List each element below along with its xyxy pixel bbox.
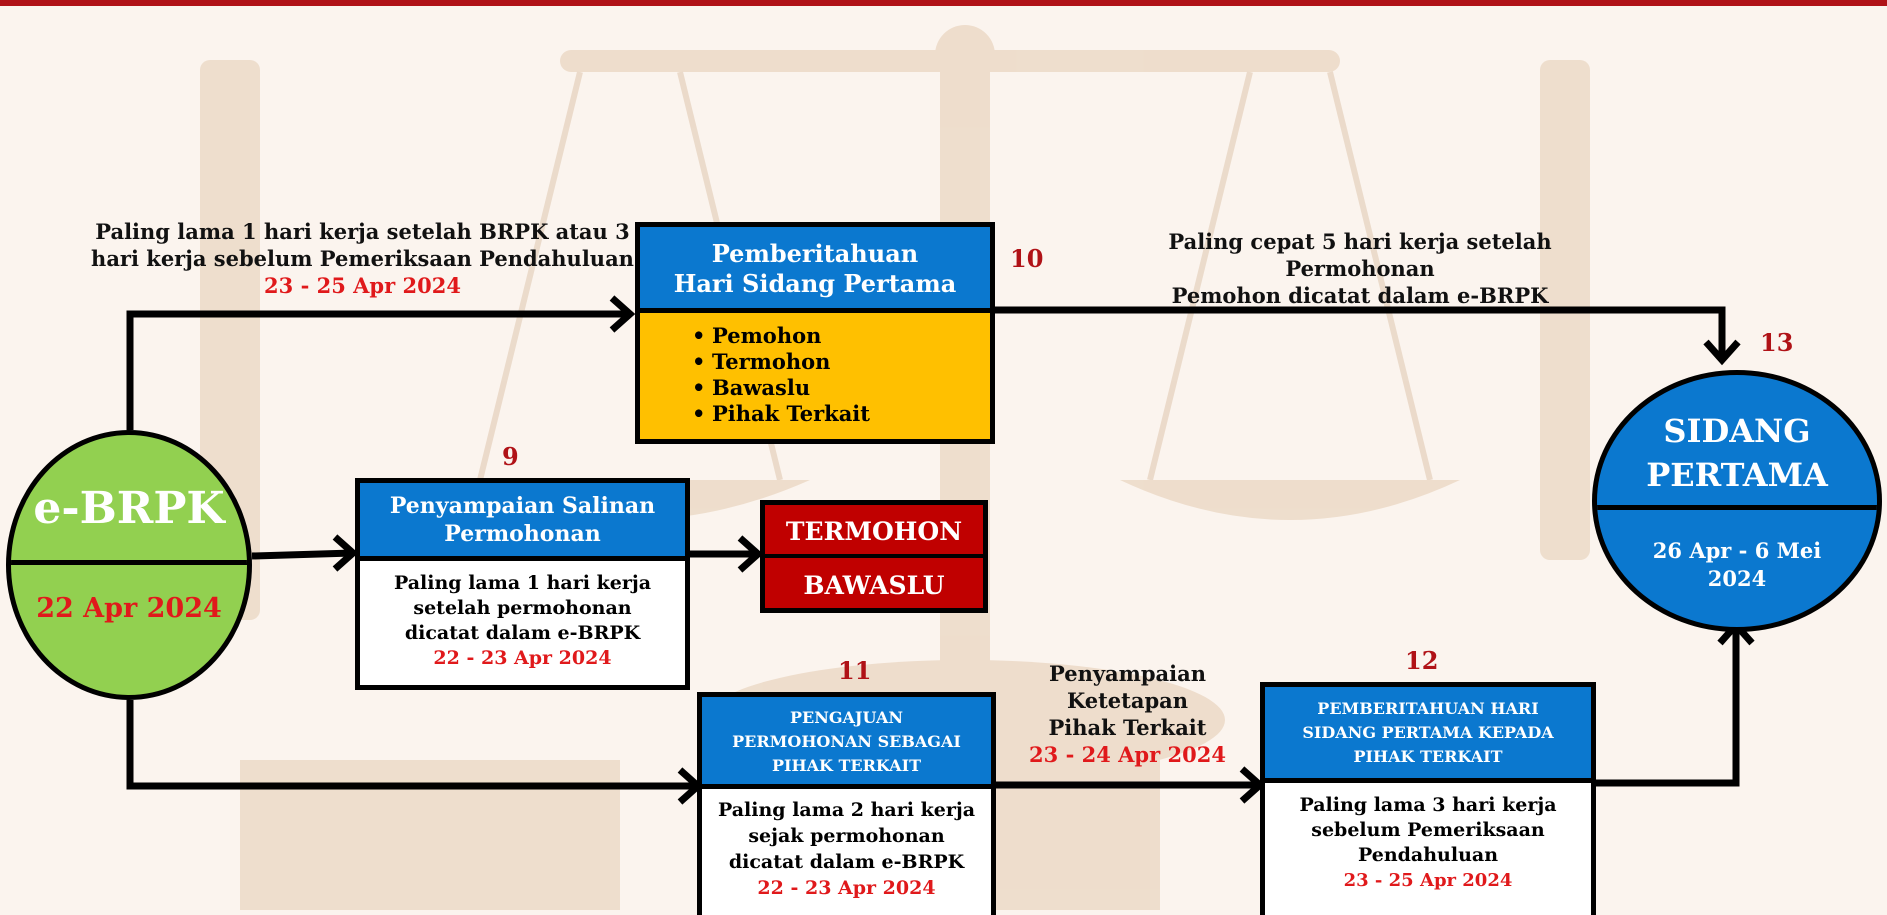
step12-title-line1: PEMBERITAHUAN HARI	[1317, 699, 1539, 718]
step10-title: Pemberitahuan Hari Sidang Pertama	[640, 227, 990, 313]
step11-body-line1: Paling lama 2 hari kerja	[717, 799, 976, 821]
step9-title: Penyampaian Salinan Permohonan	[360, 483, 685, 561]
step12-title: PEMBERITAHUAN HARI SIDANG PERTAMA KEPADA…	[1265, 687, 1591, 783]
step10-recipient-list: Pemohon Termohon Bawaslu Pihak Terkait	[640, 313, 990, 427]
step10-right-note-line1: Paling cepat 5 hari kerja setelah Permoh…	[1168, 229, 1552, 281]
middle-note-ketetapan: Penyampaian Ketetapan Pihak Terkait 23 -…	[985, 660, 1270, 768]
step10-left-note-line2: hari kerja sebelum Pemeriksaan Pendahulu…	[91, 246, 634, 271]
end-node-number: 13	[1760, 328, 1794, 357]
end-node-date-line2: 2024	[1707, 566, 1767, 591]
step9-box: Penyampaian Salinan Permohonan Paling la…	[355, 478, 690, 690]
step10-box: Pemberitahuan Hari Sidang Pertama Pemoho…	[635, 222, 995, 444]
step11-title-line2: PERMOHONAN SEBAGAI	[732, 732, 961, 751]
step11-body: Paling lama 2 hari kerja sejak permohona…	[702, 789, 991, 901]
step9-date: 22 - 23 Apr 2024	[433, 647, 612, 669]
end-node-title-line1: SIDANG	[1663, 412, 1811, 450]
middle-note-line1: Penyampaian Ketetapan	[1048, 661, 1207, 713]
step11-body-line2: sejak permohonan	[748, 825, 945, 847]
middle-note-date: 23 - 24 Apr 2024	[1029, 742, 1226, 767]
target-bawaslu: BAWASLU	[760, 555, 988, 613]
step9-body-line1: Paling lama 1 hari kerja	[393, 572, 652, 594]
step9-body-line3: dicatat dalam e-BRPK	[404, 622, 641, 644]
step11-title-line1: PENGAJUAN	[790, 708, 903, 727]
step10-number: 10	[1010, 244, 1044, 273]
end-node-sidang-pertama: SIDANG PERTAMA 26 Apr - 6 Mei 2024	[1592, 370, 1882, 632]
step9-body-line2: setelah permohonan	[413, 597, 632, 619]
step10-left-note-line1: Paling lama 1 hari kerja setelah BRPK at…	[95, 219, 630, 244]
step10-right-note-line2: Pemohon dicatat dalam e-BRPK	[1171, 283, 1549, 308]
end-node-date-line1: 26 Apr - 6 Mei	[1652, 538, 1822, 563]
step12-body: Paling lama 3 hari kerja sebelum Pemerik…	[1265, 783, 1591, 893]
step11-number: 11	[838, 656, 872, 685]
start-node-date: 22 Apr 2024	[36, 593, 222, 624]
step11-box: PENGAJUAN PERMOHONAN SEBAGAI PIHAK TERKA…	[697, 692, 996, 915]
step10-title-line2: Hari Sidang Pertama	[673, 269, 957, 298]
step10-recipient: Pihak Terkait	[686, 401, 990, 427]
step12-date: 23 - 25 Apr 2024	[1343, 870, 1513, 891]
step9-title-line1: Penyampaian Salinan	[389, 493, 656, 519]
end-node-title-line2: PERTAMA	[1646, 456, 1828, 494]
step10-left-note: Paling lama 1 hari kerja setelah BRPK at…	[85, 218, 640, 299]
step11-date: 22 - 23 Apr 2024	[757, 877, 936, 899]
step10-title-line1: Pemberitahuan	[711, 239, 919, 268]
step12-box: PEMBERITAHUAN HARI SIDANG PERTAMA KEPADA…	[1260, 682, 1596, 915]
step12-body-line2: sebelum Pemeriksaan	[1311, 819, 1545, 841]
end-node-date: 26 Apr - 6 Mei 2024	[1597, 537, 1877, 593]
step10-right-note: Paling cepat 5 hari kerja setelah Permoh…	[1100, 228, 1620, 309]
step12-number: 12	[1405, 646, 1439, 675]
step9-title-line2: Permohonan	[444, 521, 601, 547]
step11-title: PENGAJUAN PERMOHONAN SEBAGAI PIHAK TERKA…	[702, 697, 991, 789]
target-termohon: TERMOHON	[760, 500, 988, 557]
start-node-ebrpk: e-BRPK 22 Apr 2024	[6, 430, 252, 700]
top-accent-bar	[0, 0, 1887, 6]
start-node-title: e-BRPK	[33, 483, 225, 534]
step9-body: Paling lama 1 hari kerja setelah permoho…	[360, 561, 685, 671]
step12-title-line2: SIDANG PERTAMA KEPADA	[1302, 723, 1554, 742]
middle-note-line2: Pihak Terkait	[1048, 715, 1207, 740]
step10-recipient: Pemohon	[686, 323, 990, 349]
step12-body-line1: Paling lama 3 hari kerja	[1299, 794, 1557, 816]
step12-body-line3: Pendahuluan	[1357, 844, 1499, 866]
step10-left-note-date: 23 - 25 Apr 2024	[264, 273, 461, 298]
end-node-title: SIDANG PERTAMA	[1597, 409, 1877, 497]
step11-body-line3: dicatat dalam e-BRPK	[728, 851, 965, 873]
step9-number: 9	[502, 442, 519, 471]
start-node-divider	[11, 560, 247, 565]
step11-title-line3: PIHAK TERKAIT	[772, 756, 921, 775]
step12-title-line3: PIHAK TERKAIT	[1353, 747, 1503, 766]
step10-recipient: Termohon	[686, 349, 990, 375]
step10-recipient: Bawaslu	[686, 375, 990, 401]
end-node-divider	[1597, 505, 1877, 510]
